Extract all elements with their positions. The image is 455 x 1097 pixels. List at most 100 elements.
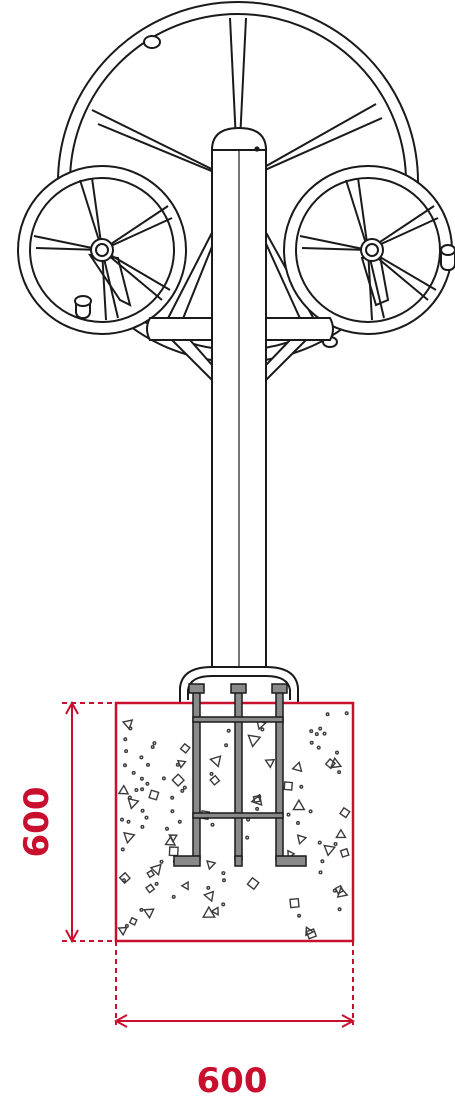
aggregate-stone: [314, 732, 319, 737]
rim-bolts: [143, 35, 338, 348]
aggregate-stone: [171, 773, 185, 787]
aggregate-stone: [123, 737, 128, 742]
concrete-aggregate: [117, 711, 351, 940]
aggregate-stone: [283, 781, 294, 791]
aggregate-stone: [210, 906, 219, 916]
aggregate-stone: [250, 793, 263, 806]
aggregate-stone: [297, 913, 302, 918]
aggregate-stone: [150, 745, 155, 750]
aggregate-stone: [123, 831, 136, 845]
aggregate-stone: [180, 880, 189, 891]
aggregate-stone: [339, 806, 351, 819]
aggregate-stone: [260, 727, 265, 732]
aggregate-stone: [120, 847, 125, 852]
aggregate-stone: [142, 908, 155, 920]
width-dimension-label: 600: [197, 1061, 268, 1097]
aggregate-stone: [168, 834, 179, 844]
aggregate-stone: [247, 734, 262, 748]
aggregate-stone: [119, 817, 124, 822]
aggregate-stone: [286, 812, 291, 817]
aggregate-stone: [221, 878, 226, 883]
aggregate-stone: [337, 770, 342, 775]
aggregate-stone: [339, 847, 350, 858]
aggregate-stone: [308, 809, 313, 814]
aggregate-stone: [246, 876, 260, 891]
aggregate-stone: [335, 750, 340, 755]
aggregate-stone: [224, 743, 229, 748]
aggregate-stone: [337, 907, 342, 912]
aggregate-stone: [121, 719, 134, 731]
aggregate-stone: [139, 755, 144, 760]
aggregate-stone: [316, 745, 321, 750]
aggregate-stone: [309, 740, 314, 745]
aggregate-stone: [145, 762, 150, 767]
aggregate-stone: [127, 795, 132, 800]
aggregate-stone: [292, 798, 306, 811]
aggregate-stone: [201, 905, 216, 918]
aggregate-stone: [118, 871, 131, 885]
aggregate-stone: [117, 784, 130, 795]
aggregate-stone: [221, 871, 226, 876]
left-wheel: [17, 165, 187, 335]
aggregate-stone: [127, 797, 140, 810]
right-wheel-handle: [440, 244, 455, 271]
aggregate-stone: [145, 781, 150, 786]
aggregate-stone: [124, 749, 129, 754]
aggregate-stone: [309, 729, 314, 734]
aggregate-stone: [170, 809, 175, 814]
aggregate-stone: [305, 926, 315, 937]
aggregate-stone: [140, 808, 145, 813]
aggregate-stone: [318, 870, 323, 875]
aggregate-stone: [323, 844, 337, 857]
aggregate-stone: [296, 821, 301, 826]
central-post: [210, 126, 268, 680]
aggregate-stone: [170, 795, 175, 800]
aggregate-stone: [333, 842, 338, 847]
aggregate-stone: [320, 859, 325, 864]
aggregate-stone: [325, 712, 330, 717]
aggregate-stone: [322, 731, 327, 736]
aggregate-stone: [139, 776, 144, 781]
aggregate-stone: [335, 828, 347, 839]
aggregate-stone: [334, 884, 345, 895]
aggregate-stone: [139, 907, 144, 912]
aggregate-stone: [296, 834, 308, 846]
right-wheel: [283, 165, 453, 335]
aggregate-stone: [209, 771, 214, 776]
aggregate-stone: [245, 835, 250, 840]
aggregate-stone: [134, 788, 139, 793]
aggregate-stone: [180, 788, 185, 793]
aggregate-stone: [146, 869, 156, 879]
aggregate-stone: [317, 840, 322, 845]
aggregate-stone: [257, 794, 262, 799]
aggregate-stone: [175, 762, 180, 767]
aggregate-stone: [344, 711, 349, 716]
aggregate-stone: [159, 859, 164, 864]
anchor-bolts: [173, 683, 307, 867]
width-dimension: [113, 941, 356, 1028]
aggregate-stone: [255, 806, 260, 811]
aggregate-stone: [128, 916, 138, 926]
aggregate-stone: [144, 815, 149, 820]
aggregate-stone: [221, 902, 226, 907]
aggregate-stone: [148, 789, 160, 801]
aggregate-stone: [299, 784, 304, 789]
aggregate-stone: [318, 726, 323, 731]
aggregate-stone: [264, 758, 276, 769]
aggregate-stone: [131, 770, 136, 775]
aggregate-stone: [206, 885, 211, 890]
aggregate-stone: [171, 894, 176, 899]
aggregate-stone: [161, 776, 166, 781]
aggregate-stone: [206, 860, 217, 871]
left-wheel-handle: [74, 295, 92, 319]
height-dimension: [62, 700, 116, 944]
aggregate-stone: [152, 741, 157, 746]
aggregate-stone: [324, 758, 337, 770]
aggregate-stone: [140, 787, 145, 792]
aggregate-stone: [226, 728, 231, 733]
height-dimension-label: 600: [17, 787, 57, 858]
aggregate-stone: [210, 822, 215, 827]
aggregate-stone: [126, 819, 131, 824]
aggregate-stone: [182, 785, 187, 790]
